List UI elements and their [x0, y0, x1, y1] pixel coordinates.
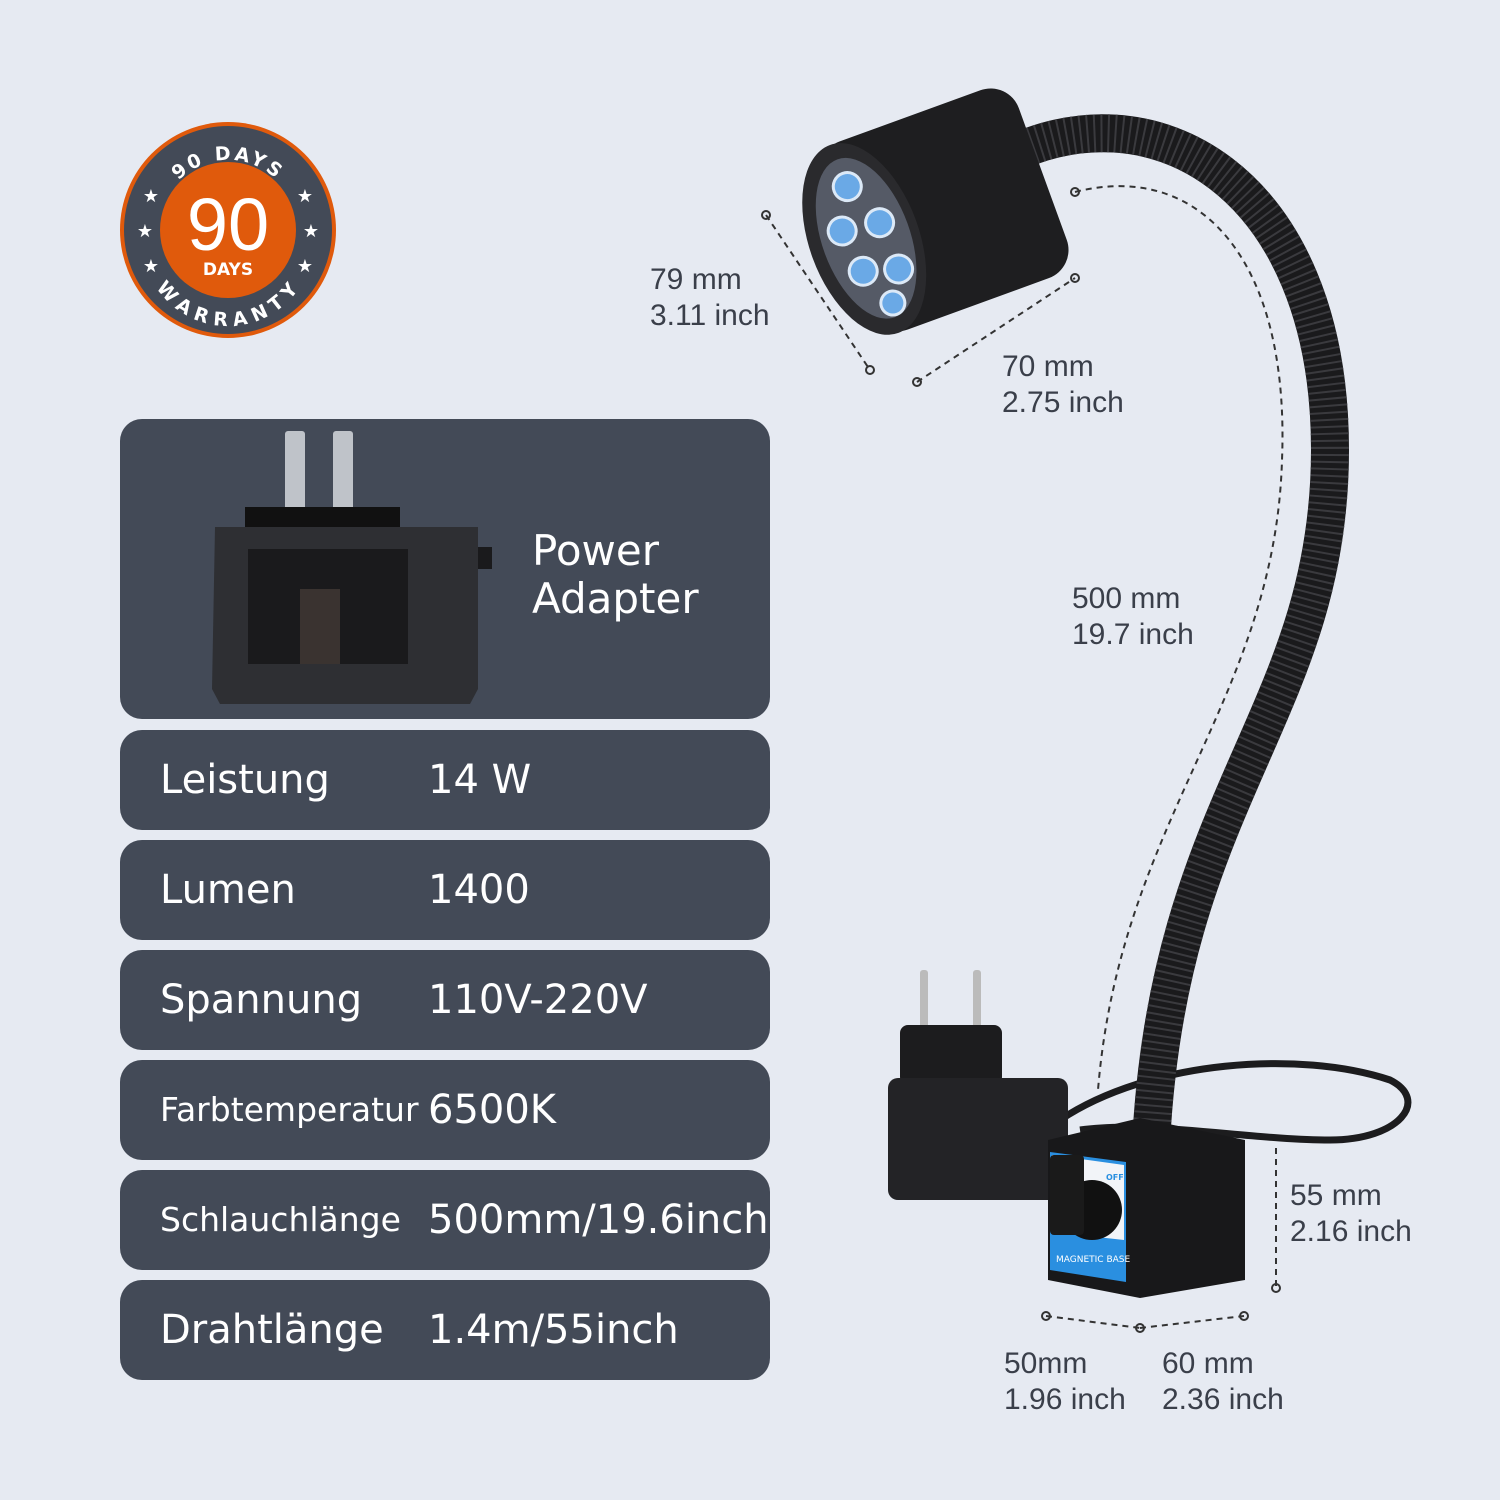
spec-label: Spannung	[160, 977, 363, 1023]
svg-text:★: ★	[143, 256, 159, 277]
dim-mm: 55 mm	[1290, 1179, 1382, 1212]
eu-power-adapter-image	[888, 970, 1068, 1200]
base-label: MAGNETIC BASE	[1056, 1255, 1130, 1265]
lamp-head	[802, 88, 1069, 335]
spec-row-hose-length: Schlauchlänge 500mm/19.6inch	[120, 1170, 770, 1270]
dim-inch: 2.16 inch	[1290, 1215, 1412, 1248]
svg-text:★: ★	[297, 186, 313, 207]
dim-inch: 3.11 inch	[650, 299, 770, 332]
spec-label: Lumen	[160, 867, 296, 913]
dim-mm: 500 mm	[1072, 582, 1181, 615]
adapter-title-line2: Adapter	[532, 574, 699, 623]
spec-row-power: Leistung 14 W	[120, 730, 770, 830]
dim-mm: 50mm	[1004, 1347, 1088, 1380]
power-adapter-panel: Power Adapter	[120, 419, 770, 719]
dim-mm: 70 mm	[1002, 350, 1094, 383]
spec-label: Farbtemperatur	[160, 1090, 419, 1129]
base-switch-label: OFF	[1106, 1173, 1124, 1182]
dim-inch: 19.7 inch	[1072, 618, 1194, 651]
spec-label: Leistung	[160, 757, 330, 803]
dim-mm: 60 mm	[1162, 1347, 1254, 1380]
spec-row-cable-length: Drahtlänge 1.4m/55inch	[120, 1280, 770, 1380]
spec-value: 110V-220V	[428, 977, 648, 1023]
svg-text:★: ★	[297, 256, 313, 277]
svg-text:★: ★	[137, 221, 153, 242]
star-icons: ★ ★ ★ ★ ★ ★	[137, 186, 319, 277]
dim-inch: 2.36 inch	[1162, 1383, 1284, 1416]
spec-value: 6500K	[428, 1087, 557, 1133]
spec-row-lumen: Lumen 1400	[120, 840, 770, 940]
adapter-title-line1: Power	[532, 526, 659, 575]
dim-inch: 1.96 inch	[1004, 1383, 1126, 1416]
spec-label: Drahtlänge	[160, 1307, 384, 1353]
spec-label: Schlauchlänge	[160, 1200, 401, 1239]
svg-text:★: ★	[303, 221, 319, 242]
spec-value: 500mm/19.6inch	[428, 1197, 769, 1243]
spec-value: 14 W	[428, 757, 532, 803]
magnetic-base: OFF MAGNETIC BASE	[1048, 1118, 1245, 1298]
badge-days: DAYS	[203, 260, 253, 280]
dim-mm: 79 mm	[650, 263, 742, 296]
spec-value: 1.4m/55inch	[428, 1307, 679, 1353]
dim-inch: 2.75 inch	[1002, 386, 1124, 419]
spec-row-voltage: Spannung 110V-220V	[120, 950, 770, 1050]
us-power-adapter-image	[212, 431, 492, 704]
svg-text:★: ★	[143, 186, 159, 207]
warranty-badge: 90 DAYS WARRANTY 90 DAYS ★★★ ★★★	[118, 120, 338, 340]
spec-value: 1400	[428, 867, 530, 913]
badge-number: 90	[187, 183, 269, 266]
